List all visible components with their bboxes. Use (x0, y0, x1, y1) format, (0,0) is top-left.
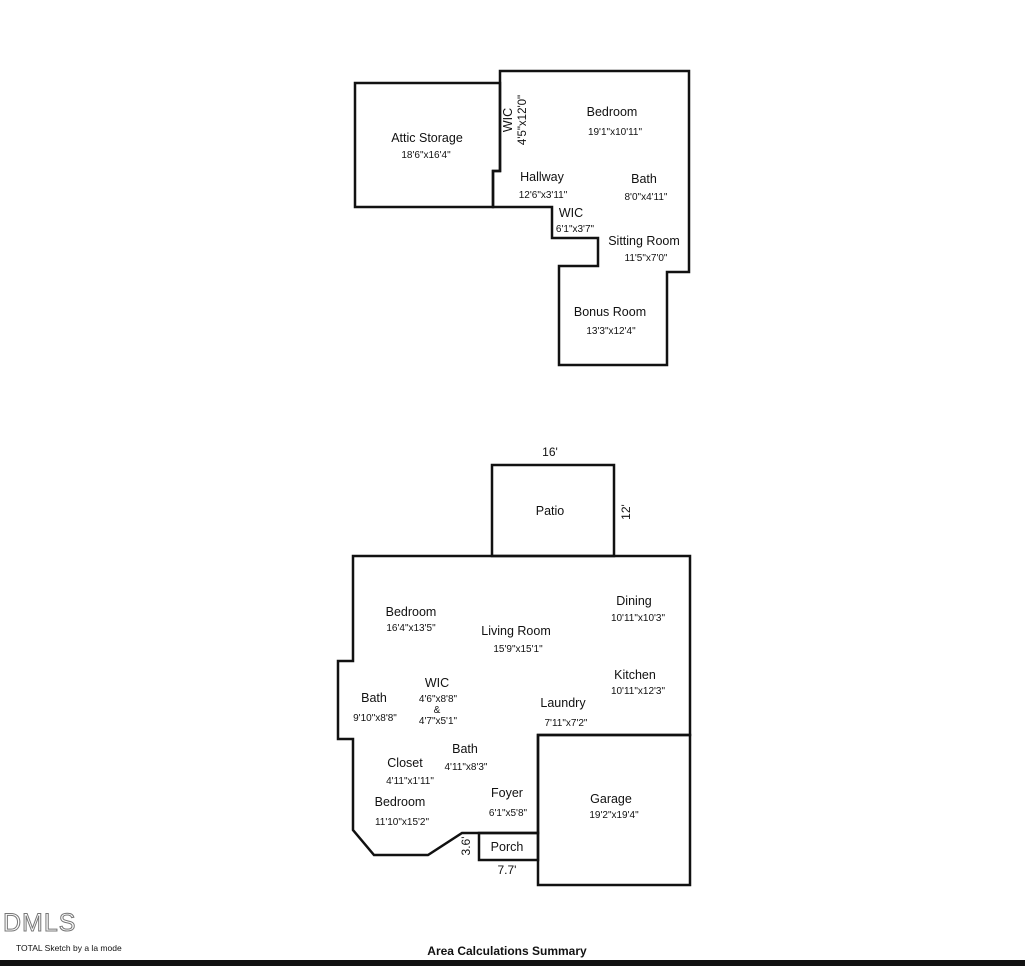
software-credit: TOTAL Sketch by a la mode (16, 943, 122, 953)
garage-dims: 19'2"x19'4" (589, 810, 639, 821)
bonus-room-name: Bonus Room (574, 305, 646, 319)
patio-depth-label: 12' (619, 504, 633, 520)
upper-wic2-name: WIC (559, 206, 583, 220)
patio-width-label: 16' (542, 445, 558, 459)
main-floor-plan: 16' 12' Patio Bedroom 16'4"x13'5" Living… (336, 445, 692, 887)
main-bath-dims: 9'10"x8'8" (353, 713, 397, 724)
foyer-dims: 6'1"x5'8" (489, 808, 528, 819)
dmls-logo: DMLS (3, 909, 76, 937)
attic-storage-name: Attic Storage (391, 131, 463, 145)
garage-outline (536, 733, 692, 887)
main-bedroom-dims: 16'4"x13'5" (386, 623, 436, 634)
area-calculations-title: Area Calculations Summary (427, 944, 587, 958)
living-room-dims: 15'9"x15'1" (493, 644, 543, 655)
main-wic-dims: 4'6"x8'8" (419, 694, 458, 705)
upper-wic-dims: 4'5"x12'0" (517, 95, 529, 145)
foyer-name: Foyer (491, 786, 523, 800)
main-wic-joiner: & (434, 705, 441, 716)
hallway-dims: 12'6"x3'11" (519, 190, 568, 201)
sitting-room-name: Sitting Room (608, 234, 680, 248)
dining-name: Dining (616, 594, 651, 608)
porch-width-label: 7.7' (498, 863, 517, 877)
main-bath-name: Bath (361, 691, 387, 705)
patio-name: Patio (536, 504, 565, 518)
upper-bedroom-dims: 19'1"x10'11" (588, 127, 643, 138)
upper-bath-dims: 8'0"x4'11" (625, 192, 668, 203)
porch-name: Porch (491, 840, 524, 854)
kitchen-dims: 10'11"x12'3" (611, 686, 666, 697)
upper-wic2-dims: 6'1"x3'7" (556, 224, 595, 235)
upper-floor-outline (491, 69, 691, 367)
bottom-rule (0, 960, 1025, 966)
attic-storage-dims: 18'6"x16'4" (401, 150, 451, 161)
laundry-name: Laundry (540, 696, 586, 710)
closet-dims: 4'11"x1'11" (386, 776, 434, 787)
main-wic-name: WIC (425, 676, 449, 690)
upper-floor-plan: Bedroom 19'1"x10'11" Attic Storage 18'6"… (353, 69, 691, 367)
small-bath-name: Bath (452, 742, 478, 756)
main-bedroom-name: Bedroom (386, 605, 437, 619)
bonus-room-dims: 13'3"x12'4" (586, 326, 636, 337)
upper-wic-name: WIC (501, 108, 515, 132)
closet-name: Closet (387, 756, 423, 770)
front-bedroom-dims: 11'10"x15'2" (375, 817, 430, 828)
dining-dims: 10'11"x10'3" (611, 613, 666, 624)
attic-storage-outline (353, 81, 502, 209)
garage-name: Garage (590, 792, 632, 806)
hallway-name: Hallway (520, 170, 565, 184)
porch-depth-label: 3.6' (459, 837, 473, 856)
living-room-name: Living Room (481, 624, 550, 638)
sitting-room-dims: 11'5"x7'0" (625, 253, 668, 264)
upper-bath-name: Bath (631, 172, 657, 186)
main-wic-dims-2: 4'7"x5'1" (419, 716, 458, 727)
footer: DMLS TOTAL Sketch by a la mode Area Calc… (0, 909, 1025, 966)
porch-outline (477, 831, 540, 862)
small-bath-dims: 4'11"x8'3" (445, 762, 488, 773)
laundry-dims: 7'11"x7'2" (545, 718, 588, 729)
kitchen-name: Kitchen (614, 668, 656, 682)
front-bedroom-name: Bedroom (375, 795, 426, 809)
upper-bedroom-name: Bedroom (587, 105, 638, 119)
